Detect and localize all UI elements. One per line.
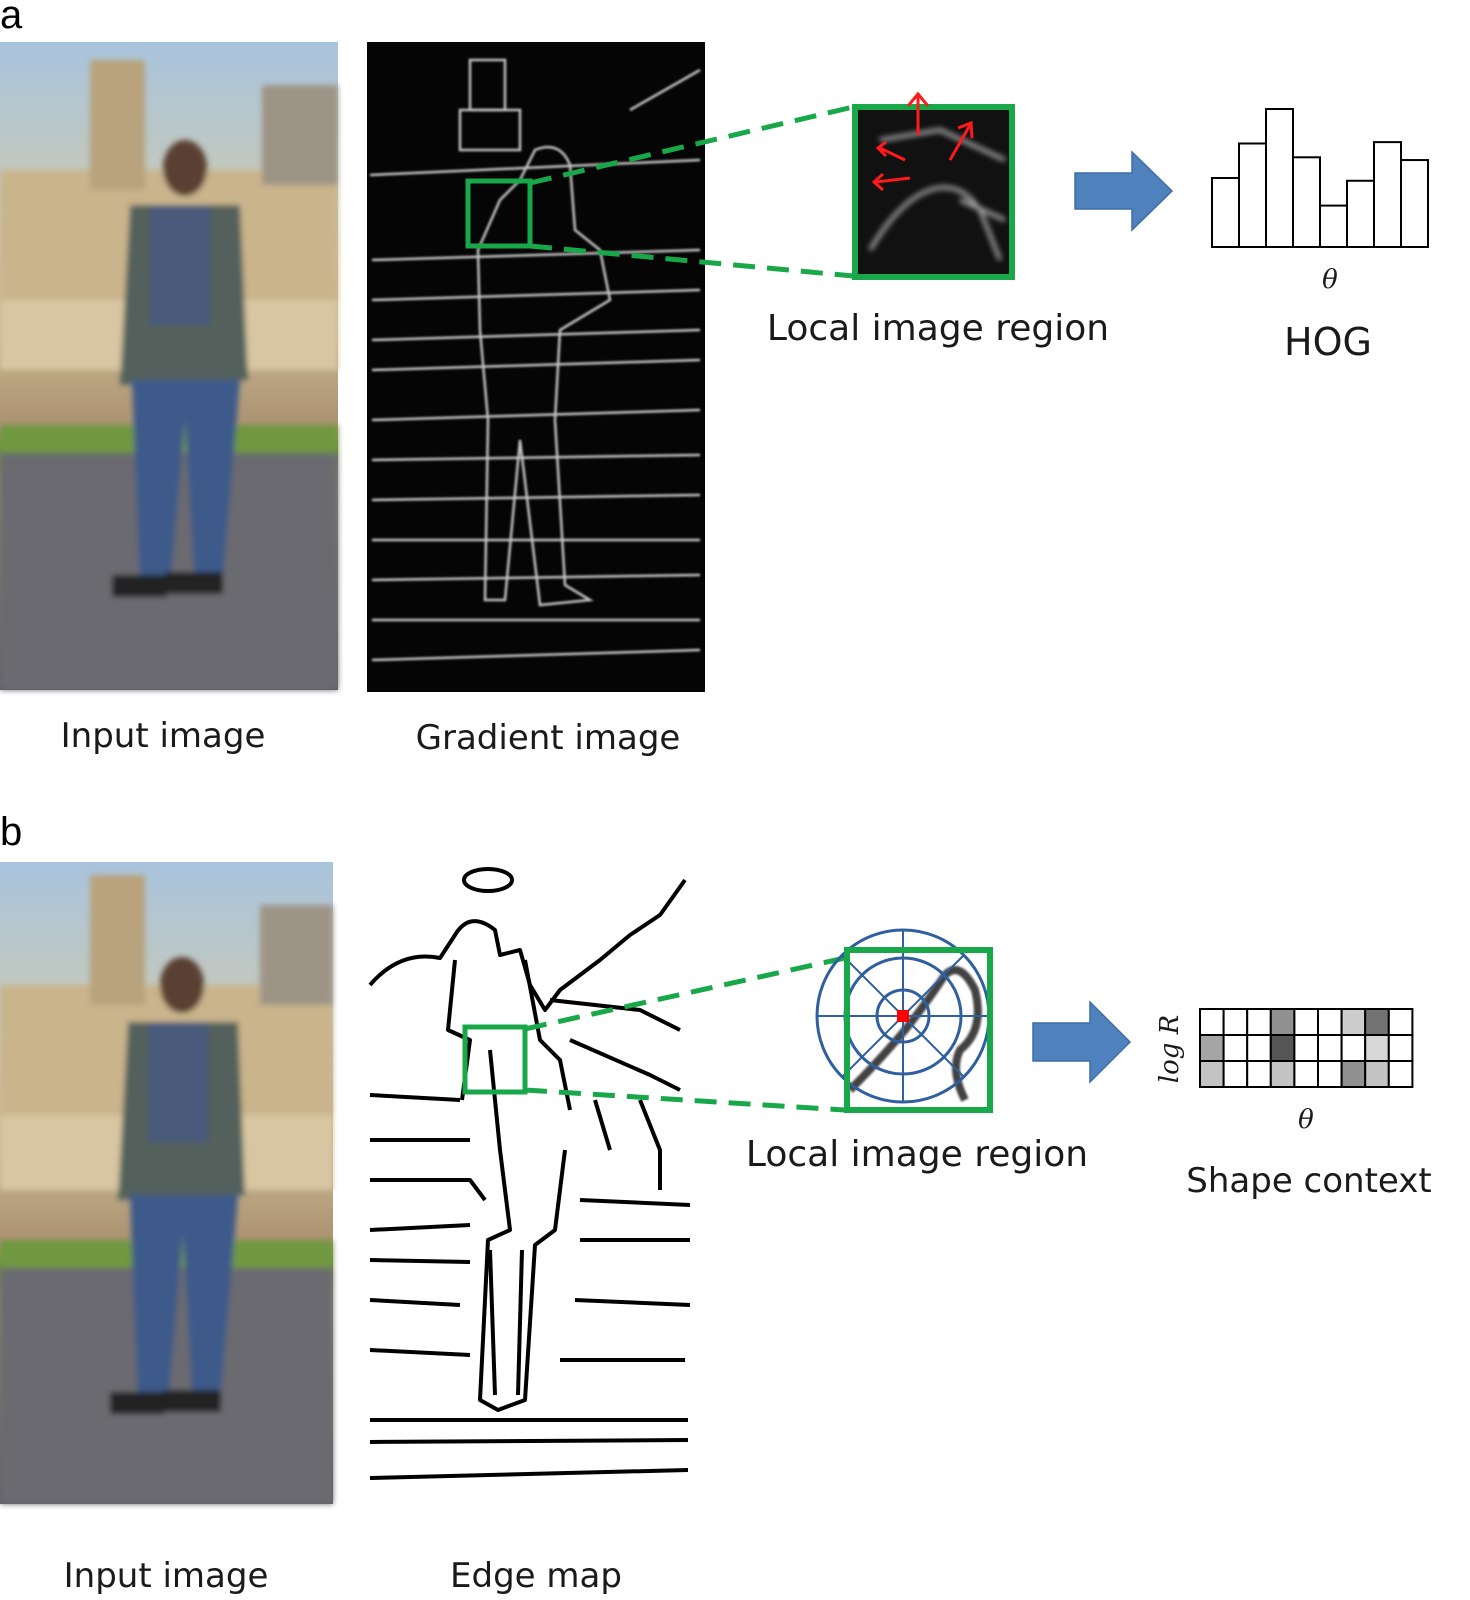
shape-context-cell-r2-c8 — [1364, 1034, 1390, 1062]
panel-b-region-caption: Local image region — [746, 1134, 1088, 1175]
shape-context-cell-r2-c5 — [1293, 1034, 1320, 1062]
shape-context-cell-r3-c9 — [1387, 1060, 1414, 1088]
shape-context-cell-r1-c6 — [1317, 1008, 1343, 1036]
hog-bin-8 — [1400, 159, 1429, 248]
shape-context-cell-r3-c1 — [1199, 1060, 1225, 1088]
shape-context-cell-r3-c7 — [1340, 1060, 1367, 1088]
hog-bin-4 — [1292, 156, 1321, 248]
panel-b-map-caption: Edge map — [450, 1556, 622, 1596]
shape-context-cell-r2-c2 — [1222, 1034, 1249, 1062]
shape-context-cell-r3-c6 — [1317, 1060, 1343, 1088]
hog-bin-7 — [1373, 141, 1402, 248]
panel-b-radius-label: log R — [1155, 1015, 1185, 1083]
hog-histogram — [1211, 108, 1429, 249]
panel-b-highlight-box — [462, 1024, 528, 1095]
shape-context-cell-r1-c8 — [1364, 1008, 1390, 1036]
center-point — [897, 1010, 909, 1022]
panel-b-descriptor-caption: Shape context — [1186, 1161, 1431, 1201]
panel-b-flow-arrow — [1032, 1000, 1132, 1084]
shape-context-cell-r2-c1 — [1199, 1034, 1225, 1062]
shape-context-cell-r2-c6 — [1317, 1034, 1343, 1062]
panel-a-projection-lines — [529, 104, 854, 279]
panel-a-map-caption: Gradient image — [416, 718, 681, 758]
panel-b-edge-map — [368, 867, 691, 1480]
panel-b: b — [0, 810, 1432, 1596]
shape-context-cell-r1-c2 — [1222, 1008, 1249, 1036]
shape-context-cell-r1-c1 — [1199, 1008, 1225, 1036]
shape-context-cell-r3-c8 — [1364, 1060, 1390, 1088]
panel-b-projection-lines — [524, 955, 846, 1113]
shape-context-cell-r1-c5 — [1293, 1008, 1320, 1036]
panel-a-flow-arrow — [1074, 150, 1174, 232]
shape-context-cell-r3-c4 — [1269, 1060, 1296, 1088]
panel-b-input-caption: Input image — [64, 1556, 269, 1596]
panel-a-descriptor-caption: HOG — [1284, 320, 1372, 364]
shape-context-grid — [1199, 1008, 1414, 1088]
panel-a-local-region — [852, 91, 1015, 280]
panel-b-letter: b — [0, 810, 22, 854]
hog-bin-6 — [1346, 179, 1375, 248]
shape-context-cell-r3-c3 — [1246, 1060, 1272, 1088]
shape-context-cell-r2-c4 — [1269, 1034, 1296, 1062]
shape-context-cell-r3-c5 — [1293, 1060, 1320, 1088]
hog-bin-1 — [1211, 177, 1240, 248]
hog-bin-3 — [1265, 108, 1294, 248]
panel-a-input-caption: Input image — [61, 716, 266, 756]
shape-context-cell-r2-c3 — [1246, 1034, 1272, 1062]
shape-context-cell-r3-c2 — [1222, 1060, 1249, 1088]
panel-a-region-caption: Local image region — [767, 308, 1109, 349]
panel-a-input-image — [0, 42, 338, 690]
shape-context-cell-r1-c4 — [1269, 1008, 1296, 1036]
panel-a-theta-label: θ — [1322, 265, 1338, 295]
shape-context-cell-r1-c9 — [1387, 1008, 1414, 1036]
panel-b-theta-label: θ — [1298, 1105, 1314, 1135]
panel-a-highlight-box — [465, 178, 533, 249]
shape-context-cell-r1-c3 — [1246, 1008, 1272, 1036]
panel-a: a — [0, 0, 1429, 758]
gradient-arrows — [871, 91, 974, 192]
hog-bin-2 — [1238, 142, 1267, 248]
panel-b-local-region — [815, 928, 993, 1113]
panel-a-gradient-image — [367, 42, 705, 692]
shape-context-cell-r2-c7 — [1340, 1034, 1367, 1062]
shape-context-cell-r2-c9 — [1387, 1034, 1414, 1062]
shape-context-cell-r1-c7 — [1340, 1008, 1367, 1036]
panel-b-input-image — [0, 862, 333, 1504]
hog-bin-5 — [1319, 204, 1348, 249]
panel-a-letter: a — [0, 0, 23, 37]
